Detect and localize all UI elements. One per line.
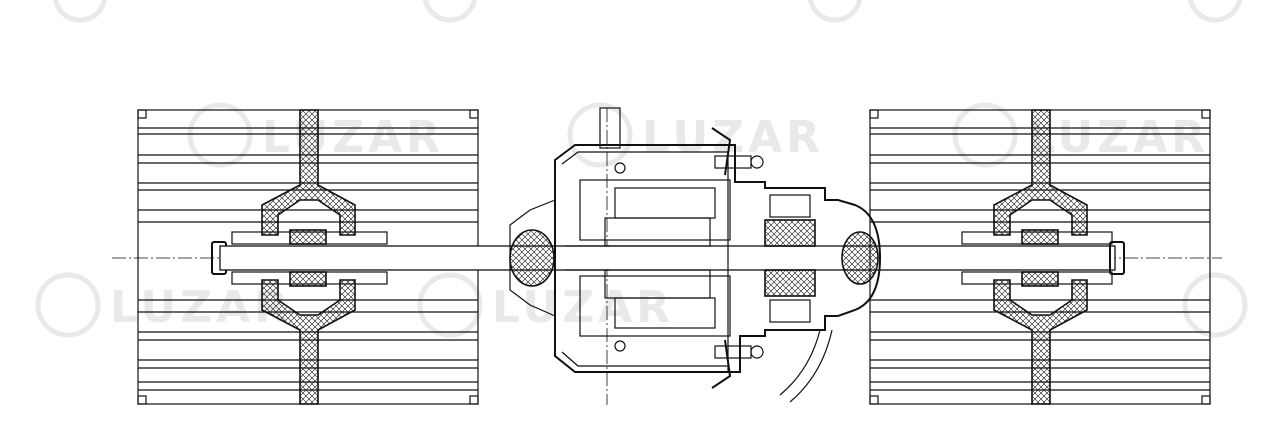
svg-text:LUZAR: LUZAR — [642, 112, 824, 163]
svg-text:LUZAR: LUZAR — [492, 282, 674, 333]
right-fan-wheel — [869, 109, 1211, 405]
watermark-logo: LUZAR — [567, 102, 824, 168]
motor-housing — [509, 107, 882, 403]
watermark-logo: LUZAR — [35, 272, 292, 338]
watermark-layer: LUZAR LUZAR LUZAR LUZAR LUZAR — [35, 0, 1248, 338]
watermark-logo: LUZAR — [417, 272, 674, 338]
watermark-logo: LUZAR — [952, 102, 1205, 168]
motor-shaft — [219, 245, 1116, 271]
watermark-logo — [1182, 272, 1248, 338]
left-fan-wheel — [137, 109, 479, 405]
svg-text:LUZAR: LUZAR — [110, 282, 292, 333]
